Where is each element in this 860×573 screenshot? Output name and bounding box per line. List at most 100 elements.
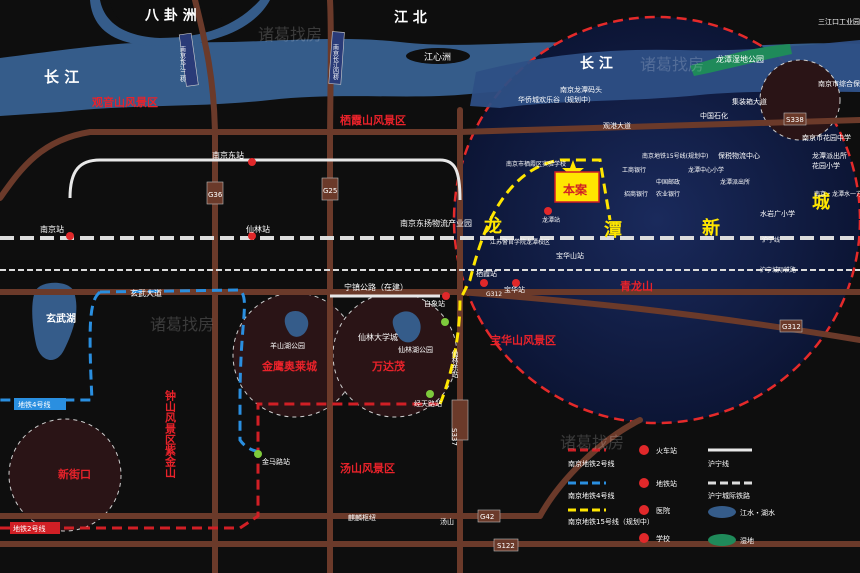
label-ningzhen: 宁镇公路（在建）: [344, 282, 408, 292]
label-longtan-park: 龙潭湿地公园: [716, 54, 764, 64]
upper-channel: [90, 0, 270, 46]
label-tangshan: 汤山风景区: [340, 461, 395, 475]
label-longtan-2: 潭: [604, 220, 622, 241]
label-qixia-st: 栖霞站: [476, 269, 497, 278]
label-wanda: 万达茂: [371, 359, 405, 373]
label-g312-b: G312: [782, 323, 801, 331]
label-guanchao: 观港大道: [603, 121, 631, 130]
road-curve: [537, 417, 643, 519]
label-metro15: 南京地铁15号线(规划中): [642, 152, 708, 160]
road-g36: [192, 0, 218, 573]
label-sanjiangkou: 三江口工业园: [818, 17, 860, 26]
label-school1: 龙潭派出所: [812, 151, 847, 160]
label-s122: S122: [497, 542, 515, 550]
jiangxin-island: [406, 48, 470, 64]
legend-l4: 南京地铁4号线: [568, 491, 614, 500]
label-guanyin: 观音山风景区: [92, 95, 158, 109]
label-qixia: 栖霞山风景区: [340, 113, 406, 127]
watermark-2: 诸葛找房: [640, 55, 704, 74]
wetland-park: [690, 44, 792, 76]
train-legend-icon: [639, 445, 649, 455]
label-longtan-1: 龙: [484, 215, 502, 237]
project-box: [554, 171, 600, 203]
hospital-legend-icon: [639, 505, 649, 515]
label-xianlin-lake: 仙林湖公园: [398, 345, 433, 354]
labels: 八 卦 洲 江 北 长 江 长 江 江心洲 玄武湖 观音山风景区 栖霞山风景区 …: [13, 7, 860, 550]
label-school2: 花园小学: [812, 161, 840, 170]
legend-l2: 南京地铁2号线: [568, 459, 614, 468]
label-project: 本案: [563, 182, 588, 197]
station-icon: [426, 390, 434, 398]
station-markers: [66, 158, 552, 458]
label-g36: G36: [208, 191, 223, 199]
river-legend-icon: [708, 506, 736, 518]
label-jiangjin: 农业银行: [656, 190, 680, 198]
label-banshan: 羊山湖公园: [270, 341, 305, 350]
label-huifeng: 南京龙潭码头: [560, 85, 602, 94]
label-nanjing-station: 南京站: [40, 224, 64, 234]
bridge-sign-2: [328, 31, 345, 85]
watermark-3: 诸葛找房: [150, 315, 214, 334]
label-zhihui: 集装箱大道: [732, 97, 767, 106]
watermark-4: 诸葛找房: [560, 433, 624, 452]
label-bridge-1: 南京长江二桥: [179, 45, 186, 83]
legend-l15: 南京地铁15号线（规划中）: [568, 517, 654, 526]
station-icon: [441, 318, 449, 326]
label-qilin: 麒麟枢纽: [348, 513, 376, 522]
legend-huning-ic: 沪宁城际铁路: [708, 491, 750, 500]
road-s338: [457, 117, 860, 135]
watermark-1: 诸葛找房: [258, 25, 322, 44]
metro4-line: [0, 290, 102, 402]
label-zixia: 自象站: [424, 299, 445, 308]
label-jingtian: 经天路站: [414, 399, 442, 408]
label-bagua: 八 卦 洲: [144, 7, 197, 24]
legend-wetland: 湿地: [740, 536, 754, 545]
label-xinjiekou: 新街口: [58, 467, 91, 481]
label-yangtze: 长 江: [44, 68, 79, 86]
metro2-line: [0, 402, 440, 530]
label-jiangsu: 江苏警官学院龙潭校区: [490, 238, 550, 246]
label-nanjing-east: 南京东站: [212, 150, 244, 160]
xinjiekou-circle: [8, 418, 122, 532]
label-jiangbei: 江 北: [394, 9, 427, 26]
label-longtan-sq: 龙潭站: [542, 216, 560, 224]
station-icon: [254, 450, 262, 458]
label-baohua-st: 宝华站: [504, 285, 525, 294]
road-shields: [206, 112, 807, 552]
school-legend-icon: [639, 533, 649, 543]
legend-hospital: 医院: [656, 506, 670, 515]
xianlin-lake: [392, 311, 421, 343]
station-icon: [512, 279, 520, 287]
baoshui-circle: [759, 59, 841, 141]
label-jiangxin: 江心洲: [424, 52, 451, 63]
metro15-line: [438, 158, 612, 405]
wanda-circle: [332, 292, 458, 418]
label-yizheng: 中国石化: [700, 111, 728, 120]
xuanwu-lake: [32, 282, 77, 361]
label-metro4-sign: 地铁4号线: [18, 400, 50, 409]
label-bridge-2: 南京长江四桥: [332, 43, 339, 81]
label-longtan-3: 新: [702, 217, 720, 239]
label-xianlin-east: 仙林东站: [451, 349, 459, 379]
label-baohua: 宝华山风景区: [490, 333, 556, 347]
banshan-lake: [284, 310, 309, 337]
legend-river: 江水・湖水: [740, 508, 775, 517]
label-shimin: 中国邮政: [656, 178, 680, 186]
bagua-island: [110, 0, 252, 28]
station-icon: [248, 158, 256, 166]
label-shuiyuan: 水岩广小学: [760, 209, 795, 218]
label-qixia-sch: 南京市栖霞区实验学校: [506, 160, 566, 168]
label-logistics: 南京东扬物流产业园: [400, 218, 472, 228]
label-xianlin-station: 仙林站: [246, 224, 270, 234]
label-huning: 沪宁线: [762, 236, 780, 244]
label-baohuashan-st: 宝华山站: [556, 251, 584, 260]
road-g25: [327, 0, 334, 573]
legend: [568, 445, 752, 546]
label-hospital: 南京市综合保税区: [818, 79, 860, 88]
label-qinglong: 青龙山: [620, 279, 653, 293]
label-s338: S338: [786, 116, 804, 124]
label-xianlin-uni: 仙林大学城: [358, 332, 398, 342]
legend-train: 火车站: [656, 446, 677, 455]
label-zhongshan: 钟山风景区紫金山: [164, 389, 178, 479]
